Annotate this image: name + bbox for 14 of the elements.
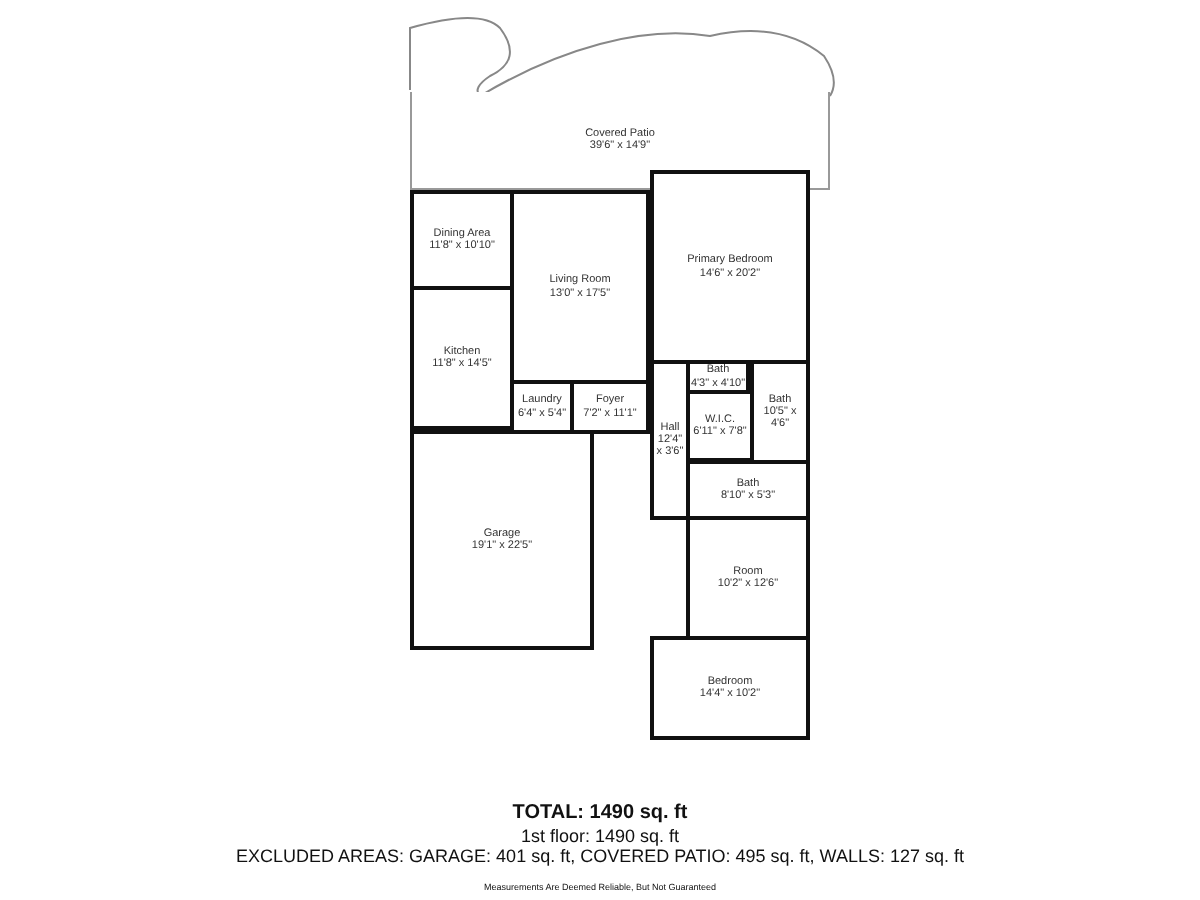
room-area bbox=[510, 190, 650, 384]
total-area-heading: TOTAL: 1490 sq. ft bbox=[512, 802, 688, 824]
room-area bbox=[750, 360, 810, 464]
room-area bbox=[650, 170, 810, 364]
room-area bbox=[410, 92, 830, 190]
room-area bbox=[410, 286, 514, 430]
room-area bbox=[686, 460, 810, 520]
floor-area-text: 1st floor: 1490 sq. ft bbox=[520, 826, 680, 846]
room-area bbox=[650, 360, 690, 520]
room-area bbox=[650, 636, 810, 740]
excluded-areas-text: EXCLUDED AREAS: GARAGE: 401 sq. ft, COVERED PATIO: 495 sq. ft, WALLS: 127 sq. ft bbox=[236, 846, 964, 866]
room-area bbox=[686, 516, 810, 640]
room-area bbox=[410, 430, 594, 650]
room-area bbox=[410, 190, 514, 290]
